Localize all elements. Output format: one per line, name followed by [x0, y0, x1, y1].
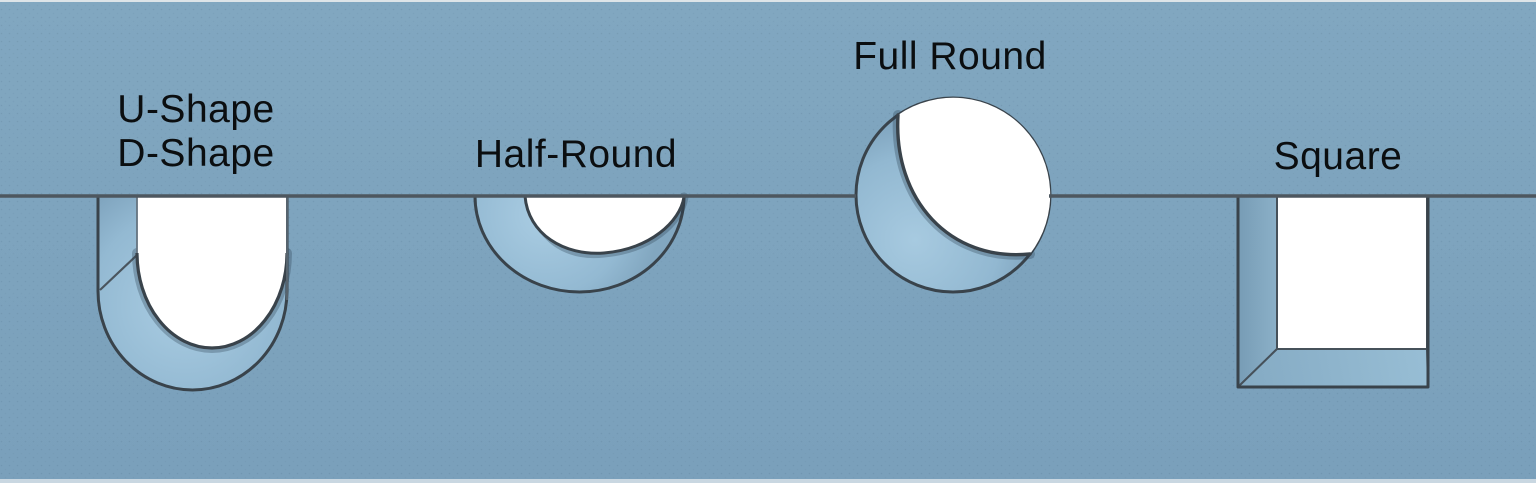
- u-shape-face-edge: [135, 252, 289, 350]
- full-round-groove-graphic: [854, 96, 1052, 294]
- square-white-face: [1276, 195, 1428, 350]
- bottom-edge-highlight: [0, 479, 1536, 483]
- u-shape-white-face: [137, 196, 287, 348]
- half-round-groove-graphic: [473, 192, 689, 294]
- full-round-face-edge: [896, 113, 1032, 257]
- half-round-white-face: [525, 196, 684, 254]
- square-outer-edge: [1236, 196, 1430, 389]
- u-shape-groove-graphic: [96, 194, 292, 392]
- u-shape-wall-crease-line: [99, 254, 138, 291]
- square-groove-graphic: [1236, 195, 1430, 389]
- top-edge-highlight: [0, 0, 1536, 2]
- full-round-white-face: [897, 97, 1051, 255]
- half-round-face-edge: [523, 195, 686, 255]
